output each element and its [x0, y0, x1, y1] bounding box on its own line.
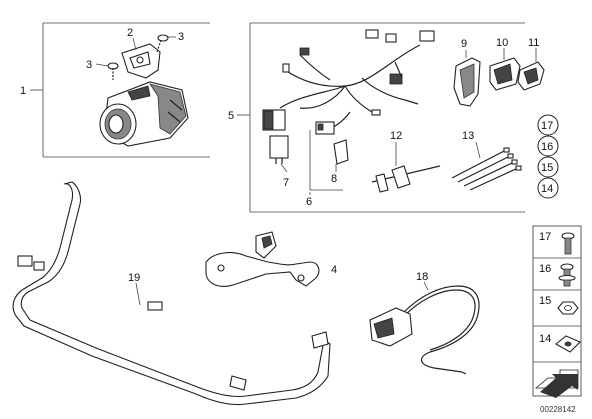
bracket-part [121, 43, 161, 79]
label-10: 10 [496, 37, 508, 49]
label-13: 13 [462, 130, 474, 142]
svg-text:15: 15 [539, 295, 551, 307]
svg-text:16: 16 [541, 141, 553, 153]
label-7: 7 [283, 177, 289, 189]
label-1: 1 [20, 85, 26, 97]
wiring-harness [279, 29, 435, 133]
svg-text:16: 16 [539, 263, 551, 275]
legend-16-screw: 16 [539, 263, 576, 287]
rubber-boot-10 [489, 57, 521, 91]
svg-text:14: 14 [539, 333, 551, 345]
group-box-wiring [249, 22, 525, 213]
circled-15: 15 [537, 156, 559, 178]
screw-left [107, 62, 119, 80]
legend-14-clip-nut: 14 [539, 333, 581, 353]
label-2: 2 [127, 27, 133, 39]
mount-bracket [205, 231, 320, 287]
cable-clip [371, 165, 441, 193]
label-8: 8 [331, 173, 337, 185]
label-3a: 3 [86, 59, 92, 71]
rubber-boot-9 [453, 57, 481, 107]
label-12: 12 [390, 130, 402, 142]
label-3b: 3 [178, 31, 184, 43]
circled-17: 17 [537, 114, 559, 136]
leader-2 [132, 37, 137, 51]
cable-ties [451, 147, 522, 191]
svg-text:17: 17 [539, 231, 551, 243]
leader-7 [280, 163, 288, 173]
crash-bar [12, 181, 331, 406]
leader-6 [309, 130, 343, 195]
connector-fuse [315, 121, 349, 165]
fog-lamp [99, 81, 189, 147]
legend-15-nut: 15 [539, 295, 579, 315]
relay [262, 109, 289, 164]
circled-14: 14 [537, 177, 559, 199]
label-4: 4 [331, 264, 337, 276]
legend-17-screw: 17 [539, 231, 575, 255]
screw-right [156, 34, 169, 53]
leader-3a [95, 63, 109, 67]
label-9: 9 [461, 38, 467, 50]
label-11: 11 [528, 37, 539, 49]
svg-text:15: 15 [541, 162, 553, 174]
leader-18 [423, 281, 429, 291]
svg-text:14: 14 [541, 183, 553, 195]
reference-number: 00228142 [540, 405, 576, 414]
svg-text:17: 17 [541, 120, 553, 132]
label-19: 19 [128, 272, 140, 284]
label-5: 5 [228, 110, 234, 122]
cable-connector [369, 285, 480, 375]
label-18: 18 [416, 271, 428, 283]
legend-arrow-icon [534, 369, 579, 398]
leader-13 [475, 141, 481, 159]
label-6: 6 [306, 196, 312, 208]
leader-19 [135, 282, 141, 306]
rubber-boot-11 [517, 61, 545, 91]
circled-16: 16 [537, 135, 559, 157]
